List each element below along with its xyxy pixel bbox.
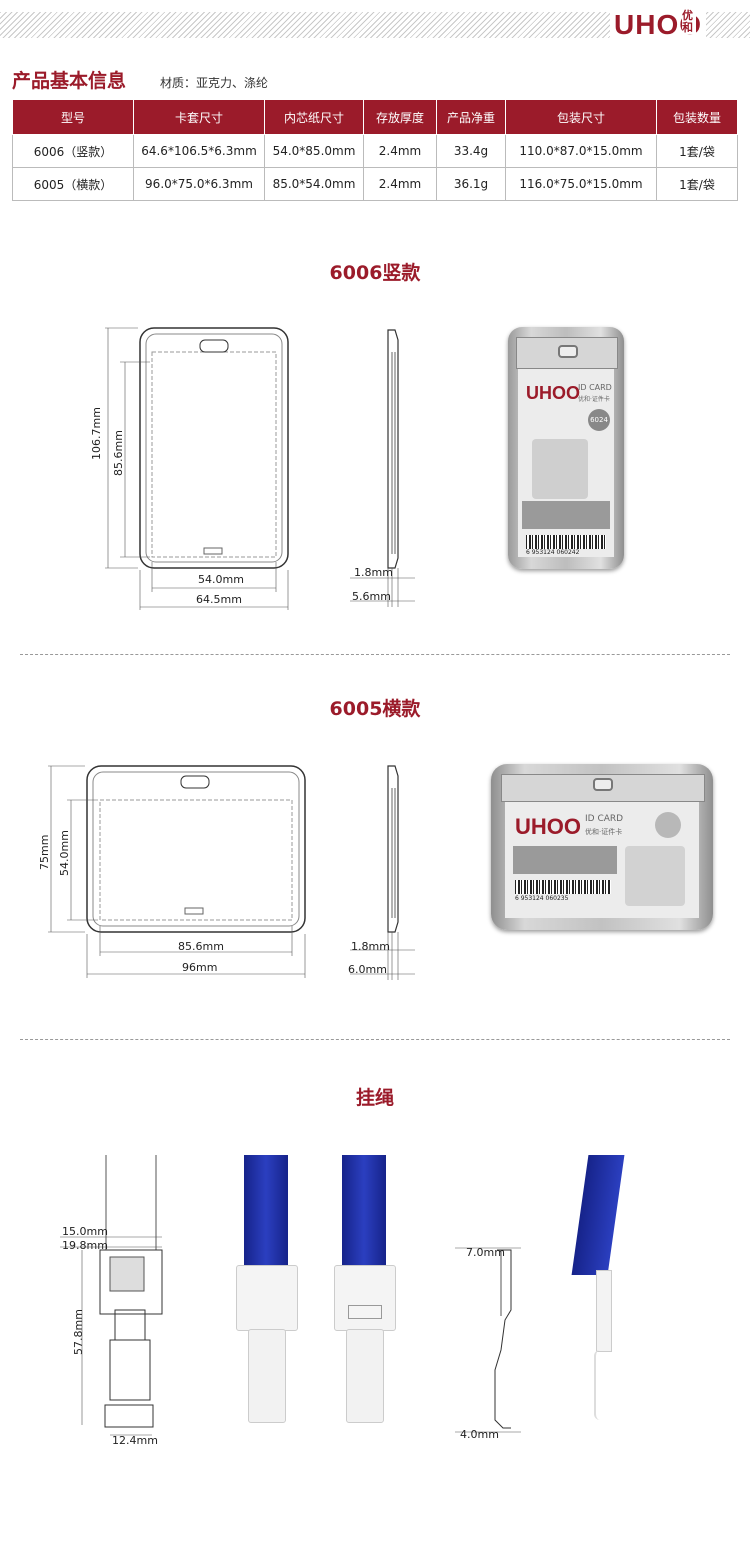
table-row: 6005（横款） 96.0*75.0*6.3mm 85.0*54.0mm 2.4…	[12, 167, 738, 201]
dim-thickness-2: 5.6mm	[352, 590, 391, 603]
dim-height-inner: 85.6mm	[112, 430, 125, 476]
dim-width-inner: 54.0mm	[198, 573, 244, 586]
column-header: 型号	[12, 99, 134, 135]
photo-logo-h: UHOO	[515, 814, 581, 839]
dim-lanyard-t2: 4.0mm	[460, 1428, 499, 1441]
photo-info-band-h	[513, 846, 617, 874]
dim-thickness-1-h: 1.8mm	[351, 940, 390, 953]
table-cell: 2.4mm	[363, 134, 437, 168]
photo-slot-h	[593, 778, 613, 791]
material-text: 材质：亚克力、涤纶	[160, 76, 269, 90]
clip-slot	[348, 1305, 382, 1319]
dim-lanyard-h: 57.8mm	[72, 1309, 85, 1355]
dim-thickness-1: 1.8mm	[354, 566, 393, 579]
clip-side	[596, 1270, 612, 1352]
table-cell: 2.4mm	[363, 167, 437, 201]
dim-lanyard-t1: 7.0mm	[466, 1246, 505, 1259]
section-title-lanyard: 挂绳	[355, 1087, 394, 1109]
lanyard-side-photo	[571, 1155, 640, 1435]
strap	[244, 1155, 288, 1270]
strap	[571, 1155, 625, 1275]
photo-logo: UHOO	[526, 383, 580, 403]
vertical-side-drawing	[350, 329, 415, 607]
lanyard-clip-drawing	[60, 1155, 163, 1436]
table-cell: 33.4g	[436, 134, 506, 168]
table-header-row: 型号 卡套尺寸 内芯纸尺寸 存放厚度 产品净重 包装尺寸 包装数量	[12, 99, 738, 135]
column-header: 包装数量	[656, 99, 738, 135]
brand-sub: 优和	[682, 10, 696, 34]
vertical-card-drawing	[105, 327, 289, 610]
strap	[342, 1155, 386, 1270]
table-row: 6006（竖款） 64.6*106.5*6.3mm 54.0*85.0mm 2.…	[12, 134, 738, 168]
vertical-product-photo: UHOO ID CARD 优和·证件卡 6024 6 953124 060242	[508, 327, 624, 569]
column-header: 包装尺寸	[505, 99, 657, 135]
section-divider	[20, 654, 730, 655]
clip-bottom	[248, 1329, 286, 1423]
photo-label: ID CARD	[578, 383, 612, 392]
section-title-vertical: 6006竖款	[329, 262, 421, 284]
dim-lanyard-w1: 15.0mm	[62, 1225, 108, 1238]
dim-width-outer-h: 96mm	[182, 961, 218, 974]
dim-height-outer-h: 75mm	[38, 834, 51, 870]
clip-top	[236, 1265, 298, 1331]
photo-circle-badge	[655, 812, 681, 838]
table-cell: 54.0*85.0mm	[264, 134, 364, 168]
clip-bottom	[346, 1329, 384, 1423]
table-cell: 6005（横款）	[12, 167, 134, 201]
dim-height-outer: 106.7mm	[90, 407, 103, 460]
table-cell: 64.6*106.5*6.3mm	[133, 134, 265, 168]
dim-width-inner-h: 85.6mm	[178, 940, 224, 953]
dim-width-outer: 64.5mm	[196, 593, 242, 606]
column-header: 卡套尺寸	[133, 99, 265, 135]
photo-barcode-number: 6 953124 060242	[526, 549, 580, 556]
photo-barcode-number-h: 6 953124 060235	[515, 895, 569, 902]
photo-code-badge: 6024	[588, 409, 610, 431]
section-title-horizontal: 6005横款	[329, 698, 421, 720]
photo-barcode	[526, 535, 606, 549]
photo-illustration	[532, 439, 588, 499]
clip-hook	[594, 1350, 606, 1420]
photo-barcode-h	[515, 880, 611, 894]
photo-insert: UHOO ID CARD 优和·证件卡 6024 6 953124 060242	[518, 369, 614, 557]
table-cell: 85.0*54.0mm	[264, 167, 364, 201]
column-header: 内芯纸尺寸	[264, 99, 364, 135]
horizontal-side-drawing	[350, 765, 415, 980]
lanyard-side-drawing	[455, 1247, 521, 1433]
dim-lanyard-w2: 19.8mm	[62, 1239, 108, 1252]
table-cell: 6006（竖款）	[12, 134, 134, 168]
photo-sub: 优和·证件卡	[578, 396, 610, 403]
table-cell: 96.0*75.0*6.3mm	[133, 167, 265, 201]
photo-sub-h: 优和·证件卡	[585, 828, 623, 836]
photo-illustration-h	[625, 846, 685, 906]
horizontal-product-photo: UHOO ID CARD 优和·证件卡 6 953124 060235	[491, 764, 713, 930]
photo-slot	[558, 345, 578, 358]
horizontal-card-drawing	[48, 765, 306, 978]
table-cell: 1套/袋	[656, 134, 738, 168]
page-title: 产品基本信息	[12, 70, 127, 92]
table-cell: 116.0*75.0*15.0mm	[505, 167, 657, 201]
column-header: 产品净重	[436, 99, 506, 135]
lanyard-front-photo	[232, 1155, 302, 1425]
photo-insert-h: UHOO ID CARD 优和·证件卡 6 953124 060235	[505, 802, 699, 918]
spec-table: 型号 卡套尺寸 内芯纸尺寸 存放厚度 产品净重 包装尺寸 包装数量 6006（竖…	[12, 99, 738, 201]
table-cell: 36.1g	[436, 167, 506, 201]
photo-info-band	[522, 501, 610, 529]
dim-lanyard-w3: 12.4mm	[112, 1434, 158, 1447]
section-divider	[20, 1039, 730, 1040]
table-cell: 1套/袋	[656, 167, 738, 201]
lanyard-back-photo	[330, 1155, 400, 1425]
clip-top	[334, 1265, 396, 1331]
dim-thickness-2-h: 6.0mm	[348, 963, 387, 976]
column-header: 存放厚度	[363, 99, 437, 135]
table-cell: 110.0*87.0*15.0mm	[505, 134, 657, 168]
dim-height-inner-h: 54.0mm	[58, 830, 71, 876]
photo-label-h: ID CARD	[585, 814, 624, 824]
